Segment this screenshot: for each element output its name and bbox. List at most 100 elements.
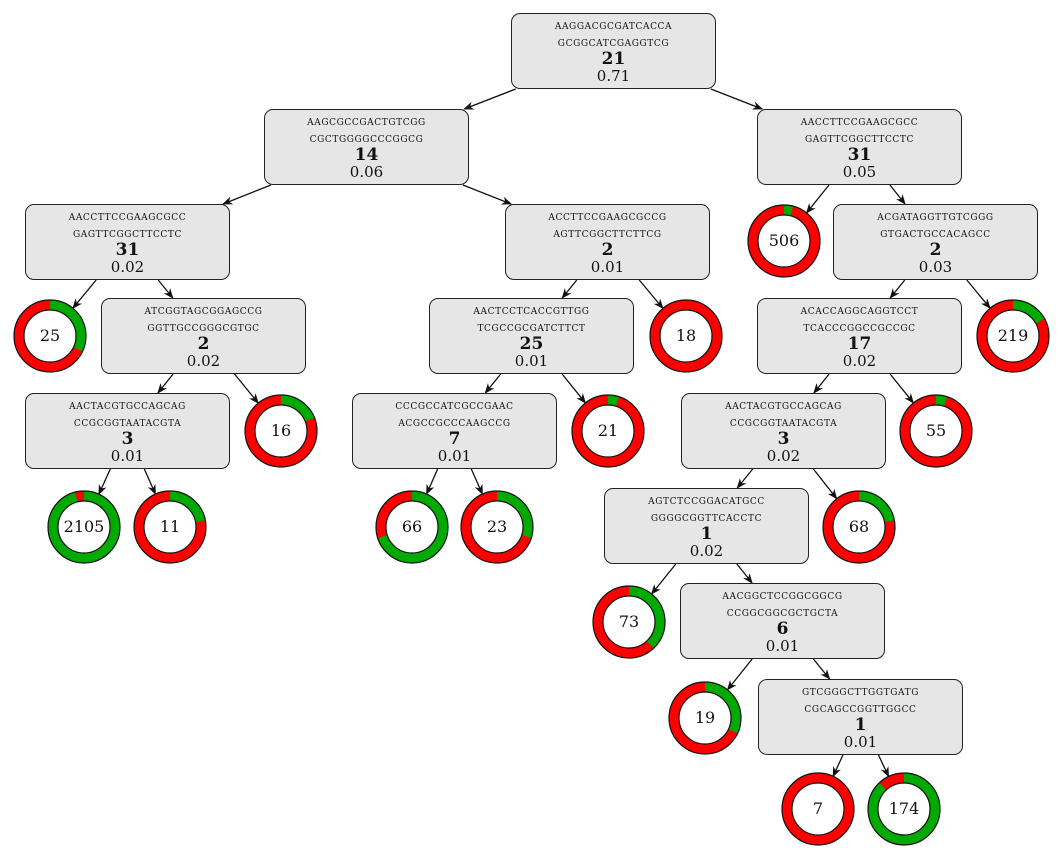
tree-edge-arrow	[233, 373, 259, 404]
tree-edge-arrow	[143, 468, 157, 496]
tree-node: AACTCCTCACCGTTGG TCGCCGCGATCTTCT 25 0.01	[429, 298, 634, 374]
leaf-ring-inner	[659, 309, 713, 363]
node-sequence-line-2: GGGGCGGTTCACCTC	[650, 510, 763, 525]
leaf-ring-73	[592, 585, 666, 659]
node-count: 17	[847, 334, 872, 354]
node-sequence-line-1: ACCTTCCGAAGCGCCG	[548, 209, 667, 224]
leaf-ring-16	[244, 394, 318, 468]
leaf-ring-outline	[899, 394, 973, 468]
tree-node: ACCTTCCGAAGCGCCG AGTTCGGCTTCTTCG 2 0.01	[505, 204, 710, 280]
leaf-ring-negative-segment	[782, 773, 854, 845]
tree-edge-arrow	[157, 279, 174, 299]
node-sequence-line-2: TCGCCGCGATCTTCT	[477, 320, 586, 335]
node-score: 0.01	[437, 447, 472, 465]
leaf-ring-inner	[986, 309, 1040, 363]
node-sequence-line-1: AAGCGCCGACTGTCGG	[307, 114, 426, 129]
leaf-ring-positive-segment	[377, 491, 448, 563]
tree-edge-arrow	[966, 279, 991, 310]
node-score: 0.02	[110, 258, 145, 276]
leaf-ring-outline	[668, 681, 742, 755]
leaf-ring-inner	[602, 595, 656, 649]
leaf-ring-outline	[13, 299, 87, 373]
leaf-ring-positive-segment	[628, 586, 665, 649]
node-count: 25	[519, 334, 544, 354]
node-score: 0.02	[186, 352, 221, 370]
leaf-ring-positive-segment	[280, 395, 315, 422]
tree-edge-arrow	[812, 658, 831, 680]
node-sequence-line-2: GGTTGCCGGGCGTGC	[147, 320, 260, 335]
leaf-ring-21	[571, 394, 645, 468]
leaf-ring-outline	[592, 585, 666, 659]
tree-edge-arrow	[710, 88, 764, 110]
node-sequence-line-1: AACGGCTCCGGCGGCG	[722, 588, 843, 603]
node-sequence-line-2: CGCTGGGGCCCGGCG	[309, 131, 424, 146]
node-score: 0.05	[842, 163, 877, 181]
leaf-count-label: 2105	[63, 517, 105, 536]
leaf-ring-outline	[47, 490, 121, 564]
leaf-ring-outline	[571, 394, 645, 468]
node-sequence-line-1: AGTCTCCGGACATGCC	[648, 493, 765, 508]
node-sequence-line-2: GAGTTCGGCTTCCTC	[804, 131, 915, 146]
node-count: 6	[776, 619, 789, 639]
node-score: 0.01	[765, 637, 800, 655]
leaf-ring-174	[867, 772, 941, 846]
leaf-ring-219	[976, 299, 1050, 373]
leaf-ring-inner	[57, 500, 111, 554]
leaf-ring-25	[13, 299, 87, 373]
node-sequence-line-2: ACGCCGCCCAAGCCG	[398, 415, 511, 430]
node-count: 14	[354, 145, 379, 165]
node-score: 0.03	[918, 258, 953, 276]
node-score: 0.01	[514, 352, 549, 370]
node-count: 3	[777, 429, 790, 449]
tree-edge-arrow	[98, 468, 111, 496]
node-sequence-line-1: GTCGGGCTTGGTGATG	[801, 684, 920, 699]
leaf-count-label: 25	[39, 326, 61, 345]
leaf-ring-positive-segment	[858, 491, 895, 523]
leaf-ring-inner	[757, 214, 811, 268]
leaf-ring-positive-segment	[496, 491, 533, 539]
leaf-count-label: 21	[597, 421, 619, 440]
leaf-count-label: 219	[997, 326, 1029, 345]
leaf-count-label: 174	[888, 799, 920, 818]
node-sequence-line-2: CCGCGGTAATACGTA	[729, 415, 838, 430]
leaf-ring-7	[781, 772, 855, 846]
tree-edge-arrow	[812, 468, 838, 500]
node-sequence-line-2: GAGTTCGGCTTCCTC	[72, 226, 183, 241]
leaf-count-label: 11	[159, 517, 181, 536]
tree-node: AACTACGTGCCAGCAG CCGCGGTAATACGTA 3 0.01	[25, 393, 230, 469]
node-score: 0.02	[766, 447, 801, 465]
leaf-ring-outline	[976, 299, 1050, 373]
tree-node: ACGATAGGTTGTCGGG GTGACTGCCACAGCC 2 0.03	[833, 204, 1038, 280]
tree-node: AACCTTCCGAAGCGCC GAGTTCGGCTTCCTC 31 0.05	[757, 109, 962, 185]
leaf-ring-19	[668, 681, 742, 755]
leaf-ring-506	[747, 204, 821, 278]
leaf-ring-positive-segment	[48, 491, 120, 563]
leaf-ring-inner	[909, 404, 963, 458]
leaf-ring-inner	[254, 404, 308, 458]
node-sequence-line-2: GCGGCATCGAGGTCG	[557, 35, 670, 50]
node-count: 31	[847, 145, 872, 165]
leaf-ring-outline	[781, 772, 855, 846]
leaf-count-label: 73	[618, 612, 640, 631]
leaf-ring-positive-segment	[607, 395, 620, 407]
node-sequence-line-2: CGCAGCCGGTTGGCC	[804, 701, 917, 716]
node-count: 1	[854, 715, 867, 735]
node-sequence-line-2: CCGCGGTAATACGTA	[73, 415, 182, 430]
leaf-count-label: 55	[925, 421, 947, 440]
leaf-ring-outline	[747, 204, 821, 278]
tree-node: AGTCTCCGGACATGCC GGGGCGGTTCACCTC 1 0.02	[604, 488, 809, 564]
tree-edge-arrow	[425, 468, 439, 496]
tree-node: AACCTTCCGAAGCGCC GAGTTCGGCTTCCTC 31 0.02	[25, 204, 230, 280]
leaf-ring-23	[460, 490, 534, 564]
leaf-count-label: 23	[486, 517, 508, 536]
node-score: 0.01	[110, 447, 145, 465]
tree-node: CCCGCCATCGCCGAAC ACGCCGCCCAAGCCG 7 0.01	[352, 393, 557, 469]
node-sequence-line-1: CCCGCCATCGCCGAAC	[395, 398, 514, 413]
leaf-ring-inner	[470, 500, 524, 554]
tree-edge-arrow	[470, 468, 484, 496]
leaf-count-label: 19	[694, 708, 716, 727]
node-count: 3	[121, 429, 134, 449]
node-count: 21	[601, 49, 626, 69]
node-count: 1	[700, 524, 713, 544]
node-score: 0.02	[842, 352, 877, 370]
